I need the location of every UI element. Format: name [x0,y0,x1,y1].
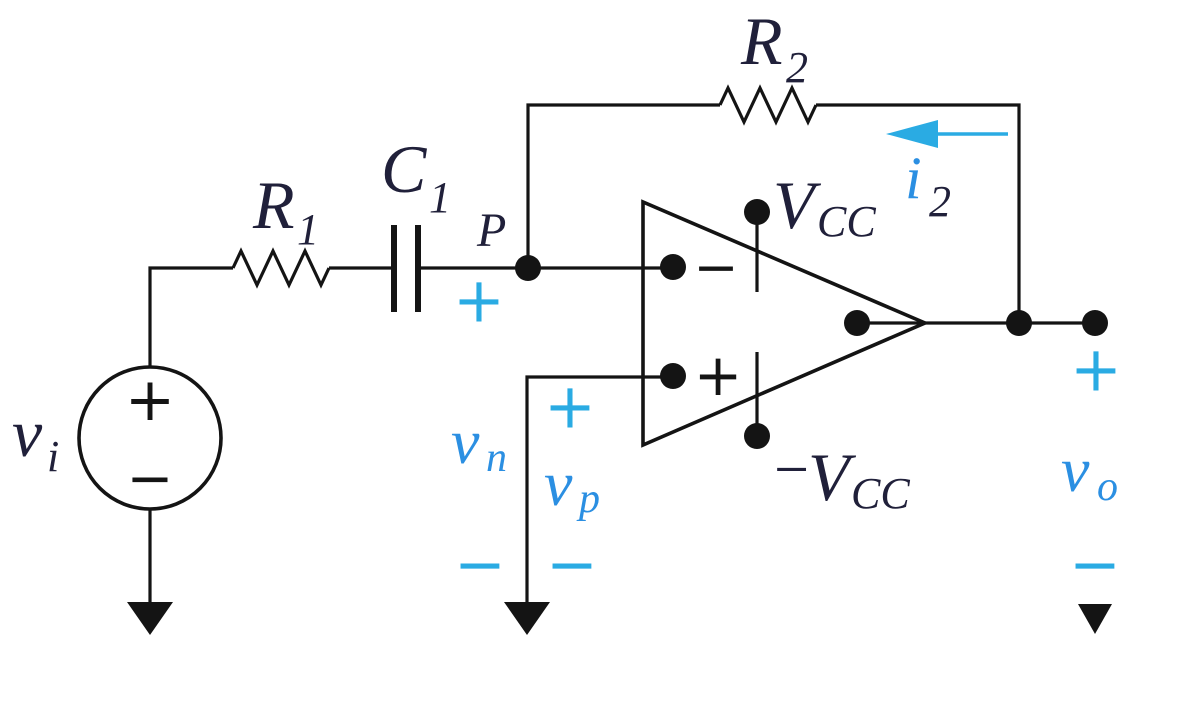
source-label: v [12,395,43,471]
r1-label-sub: 1 [297,205,319,254]
vn-plus-mark: + [453,264,505,337]
wire-noninverting-to-ground [525,375,673,603]
opamp-inverting-mark: − [693,236,738,299]
noninverting-input-dot [660,363,686,389]
vo-label-sub: o [1097,464,1118,510]
r1-label: R [252,167,295,243]
i2-label-sub: 2 [929,177,951,226]
vp-plus-mark: + [544,370,596,443]
opamp-output-dot [844,310,870,336]
vp-minus-mark: − [546,528,598,601]
neg-vcc-terminal-dot [744,423,770,449]
c1-label-sub: 1 [429,173,451,222]
vn-minus-mark: − [454,528,506,601]
ground-icon-vo [1078,604,1112,634]
vn-label-sub: n [486,435,507,481]
resistor-r2-zigzag [718,84,818,126]
neg-vcc-label: V [808,439,857,515]
vcc-label-sub: CC [817,197,876,246]
ground-icon-vp [504,602,550,635]
node-p-label: P [476,204,506,257]
i2-label: i [905,145,922,211]
source-label-sub: i [47,432,59,481]
neg-vcc-sign: − [770,436,812,504]
opamp-noninverting-mark: + [694,341,743,409]
output-terminal-dot [1082,310,1108,336]
source-minus-mark: − [127,447,174,512]
vo-plus-mark: + [1070,333,1122,406]
c1-label: C [381,131,427,207]
vo-minus-mark: − [1069,528,1121,601]
vn-label: v [451,406,480,477]
feedback-node-dot [1006,310,1032,336]
vo-label: v [1061,434,1090,505]
voltage-source-circle [77,365,223,511]
vcc-label: V [773,167,822,243]
vp-label: v [544,448,573,519]
vp-label-sub: p [576,476,600,522]
opamp-triangle [641,199,930,448]
r2-label: R [740,3,783,79]
ground-icon-source [127,602,173,635]
neg-vcc-label-sub: CC [851,469,910,518]
current-arrow-left-icon [886,120,938,148]
inverting-input-dot [660,254,686,280]
wire-feedback-right [816,103,1021,323]
r2-label-sub: 2 [786,43,808,92]
node-p-dot [515,255,541,281]
wire-feedback-left [526,103,720,268]
resistor-r1-zigzag [231,247,331,289]
vcc-terminal-dot [744,199,770,225]
source-plus-mark: + [125,365,175,435]
wire-source-to-r1 [148,266,233,368]
